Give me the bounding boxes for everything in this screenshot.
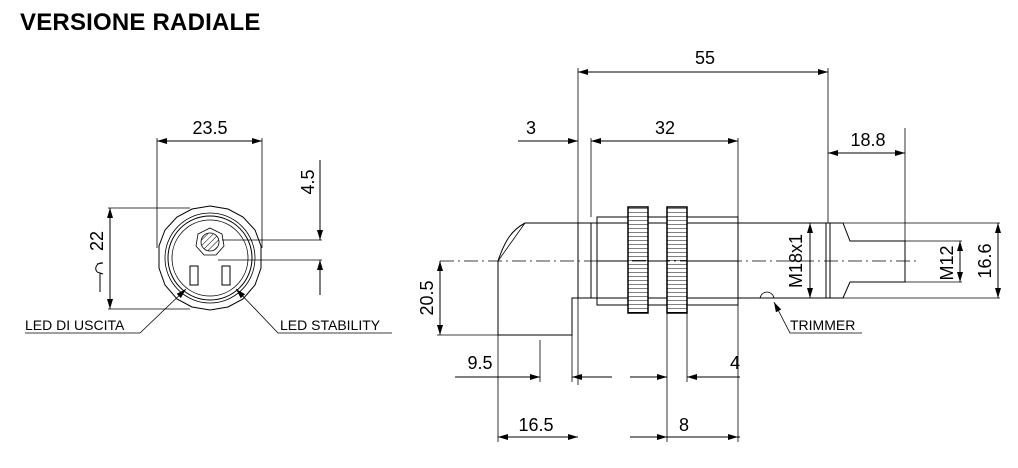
cable-housing	[497, 222, 578, 336]
wrench-icon	[95, 262, 104, 292]
dim-connector: 18.8	[850, 130, 885, 150]
front-view: 23.5 22 4.5 LED DI USCITA LED STABILITY	[25, 118, 392, 334]
dim-offset: 4.5	[298, 169, 318, 194]
dim-thread-length: 32	[655, 118, 675, 138]
led-output-icon	[189, 265, 199, 286]
trimmer-bump	[759, 291, 775, 299]
dim-width: 23.5	[192, 118, 227, 138]
dim-total: 55	[695, 48, 715, 68]
dim-nut: 4	[730, 353, 740, 373]
dim-connector-thread: M12	[937, 245, 957, 280]
dim-9-5: 9.5	[467, 353, 492, 373]
dim-16-5: 16.5	[518, 415, 553, 435]
dim-height: 22	[87, 231, 107, 251]
label-led-output: LED DI USCITA	[25, 317, 125, 333]
dim-nuts: 8	[679, 415, 689, 435]
led-stability-icon	[221, 265, 231, 286]
dim-thread: M18x1	[786, 234, 806, 288]
label-led-stability: LED STABILITY	[280, 317, 381, 333]
dim-flange: 3	[526, 118, 536, 138]
connector-m12	[830, 222, 906, 299]
drawing-title: VERSIONE RADIALE	[20, 9, 261, 36]
side-view: 55 3 32 18.8 M18x1 M12 16.6 20.5 9.5 16.…	[417, 48, 1001, 442]
knurled-nut-1	[627, 206, 649, 314]
sensor-outer-nut	[158, 205, 262, 311]
trimmer-icon	[200, 232, 220, 252]
trimmer-hex	[195, 227, 225, 256]
knurled-nut-2	[666, 206, 688, 314]
dim-housing-height: 20.5	[417, 280, 437, 315]
label-trimmer: TRIMMER	[790, 317, 855, 333]
dim-connector-diameter: 16.6	[975, 243, 995, 278]
